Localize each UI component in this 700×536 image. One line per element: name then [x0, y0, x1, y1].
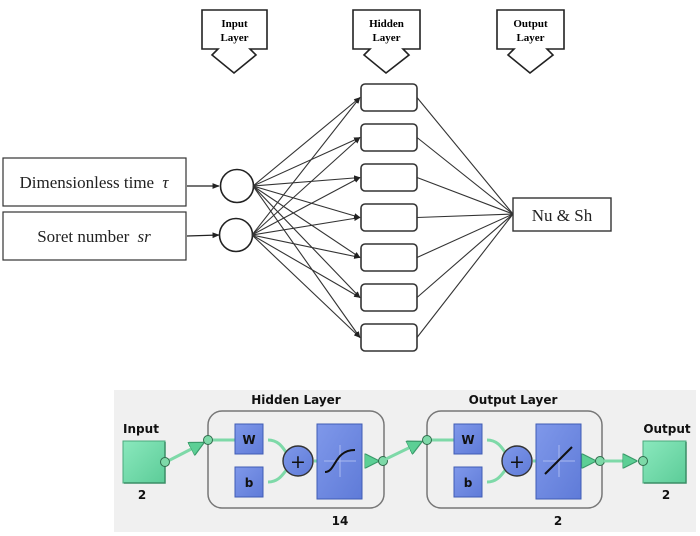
- hidden-node: [360, 203, 418, 232]
- input-neuron-2: [218, 217, 254, 253]
- hidden-node: [360, 283, 418, 312]
- matlab-network-view: Input 2 Hidden Layer W b + 14 Output Lay…: [114, 390, 696, 532]
- input-symbol-tau: τ: [162, 173, 169, 192]
- output-layer-input-port: [422, 435, 432, 445]
- output-box: Nu & Sh: [512, 197, 612, 232]
- hidden-node: [360, 83, 418, 112]
- input-box-soret: Soret number sr: [2, 211, 187, 261]
- hidden-node: [360, 123, 418, 152]
- hidden-input-port: [203, 435, 213, 445]
- output-bias-block: [453, 466, 483, 498]
- hidden-weight-label: W: [242, 433, 255, 447]
- callout-input-line2: Layer: [220, 32, 248, 44]
- callout-output-line2: Layer: [516, 32, 544, 44]
- output-layer-output-port: [595, 456, 605, 466]
- connection-input-2-hidden-2: [251, 137, 361, 236]
- connection-input-1-hidden-3: [252, 175, 361, 187]
- callout-input-layer: Input Layer: [201, 9, 268, 75]
- connection-hidden-6-output: [416, 213, 514, 298]
- connection-hidden-3-output: [416, 176, 514, 215]
- connector-input-hidden: [165, 441, 203, 464]
- output-layer-title: Output Layer: [469, 393, 558, 407]
- hidden-layer-title: Hidden Layer: [251, 393, 341, 407]
- connection-input-1-hidden-4: [252, 185, 361, 219]
- connection-input-2-hidden-3: [251, 177, 361, 236]
- connections-input-hidden: [251, 96, 361, 339]
- hidden-bias-block: [234, 466, 264, 498]
- input-label-time: Dimensionless time: [20, 173, 155, 192]
- connector-hidden-output: [385, 442, 421, 461]
- input-box-time: Dimensionless time τ: [2, 157, 187, 207]
- connections-hidden-output: [416, 97, 514, 338]
- callout-input-line1: Input: [221, 18, 248, 30]
- output-weight-block: [453, 423, 483, 455]
- top-network-diagram: Input Layer Hidden Layer Output Layer Di…: [2, 9, 612, 352]
- input-symbol-sr: sr: [138, 227, 152, 246]
- hidden-node: [360, 163, 418, 192]
- input-title: Input: [123, 422, 159, 436]
- output-title: Output: [643, 422, 691, 436]
- hidden-layer-size: 14: [332, 514, 349, 528]
- connection-input-2-hidden-4: [251, 215, 361, 236]
- output-sum-symbol: +: [509, 451, 525, 473]
- connection-input-1-hidden-6: [252, 185, 361, 298]
- svg-text:Soret number sr: Soret number sr: [37, 227, 151, 246]
- output-label: Nu & Sh: [532, 206, 593, 225]
- svg-text:Dimensionless time τ: Dimensionless time τ: [20, 173, 170, 192]
- callout-hidden-layer: Hidden Layer: [352, 9, 421, 75]
- callout-output-line1: Output: [513, 18, 548, 30]
- connection-input-2-hidden-6: [251, 234, 361, 298]
- input-label-soret: Soret number: [37, 227, 129, 246]
- tansig-icon: [324, 445, 356, 477]
- output-weight-label: W: [461, 433, 474, 447]
- hidden-nodes: [360, 83, 418, 352]
- hidden-sum-node: [282, 445, 314, 477]
- input-size: 2: [138, 488, 146, 502]
- connection-input-1-hidden-7: [252, 185, 361, 339]
- input-neuron-1: [219, 168, 255, 204]
- input-port: [160, 457, 170, 467]
- output-size: 2: [662, 488, 670, 502]
- output-bias-label: b: [464, 476, 473, 490]
- input-block: [122, 440, 166, 484]
- hidden-output-port: [378, 456, 388, 466]
- callout-output-layer: Output Layer: [496, 9, 565, 75]
- output-port: [638, 456, 648, 466]
- hidden-bias-label: b: [245, 476, 254, 490]
- output-sum-node: [501, 445, 533, 477]
- connection-hidden-4-output: [416, 213, 514, 219]
- hidden-node: [360, 243, 418, 272]
- connection-input-2-hidden-1: [251, 96, 361, 236]
- hidden-sum-symbol: +: [290, 451, 306, 473]
- connection-input-1-hidden-2: [252, 136, 361, 187]
- callout-hidden-line2: Layer: [372, 32, 400, 44]
- connection-hidden-1-output: [416, 97, 514, 215]
- hidden-node: [360, 323, 418, 352]
- connection-input-2-hidden-5: [251, 234, 361, 259]
- connection-input-1-hidden-1: [252, 97, 361, 187]
- arrow-input-soret: [186, 232, 220, 239]
- connection-input-1-hidden-5: [252, 185, 361, 258]
- output-layer-size: 2: [554, 514, 562, 528]
- purelin-icon: [543, 445, 575, 477]
- connection-input-2-hidden-7: [251, 234, 361, 338]
- connection-hidden-2-output: [416, 137, 514, 215]
- hidden-weight-block: [234, 423, 264, 455]
- connection-hidden-7-output: [416, 213, 514, 338]
- output-block: [642, 440, 687, 484]
- callout-hidden-line1: Hidden: [369, 18, 404, 30]
- connection-hidden-5-output: [416, 213, 514, 259]
